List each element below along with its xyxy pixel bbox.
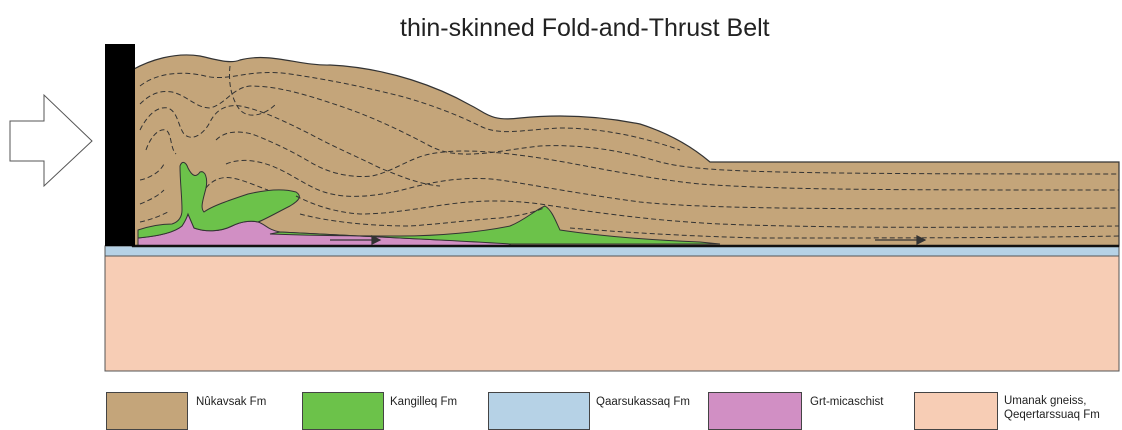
nukavsak-unit bbox=[132, 55, 1119, 246]
legend-swatch bbox=[106, 392, 188, 430]
cross-section-diagram bbox=[0, 0, 1122, 392]
legend-label: Qaarsukassaq Fm bbox=[596, 395, 690, 409]
legend: Nûkavsak Fm Kangilleq Fm Qaarsukassaq Fm… bbox=[0, 392, 1122, 430]
legend-swatch bbox=[914, 392, 998, 430]
legend-swatch bbox=[302, 392, 384, 430]
legend-label: Kangilleq Fm bbox=[390, 395, 457, 409]
diagram-title: thin-skinned Fold-and-Thrust Belt bbox=[400, 14, 960, 43]
arrow-right-icon bbox=[10, 95, 92, 186]
legend-swatch bbox=[488, 392, 590, 430]
legend-label: Grt-micaschist bbox=[810, 395, 883, 409]
qaarsukassaq-layer bbox=[105, 246, 1119, 256]
legend-swatch bbox=[708, 392, 802, 430]
legend-label: Umanak gneiss, Qeqertarssuaq Fm bbox=[1004, 394, 1100, 422]
basement-unit bbox=[105, 256, 1119, 371]
rigid-backstop bbox=[105, 44, 135, 246]
legend-label: Nûkavsak Fm bbox=[196, 395, 266, 409]
